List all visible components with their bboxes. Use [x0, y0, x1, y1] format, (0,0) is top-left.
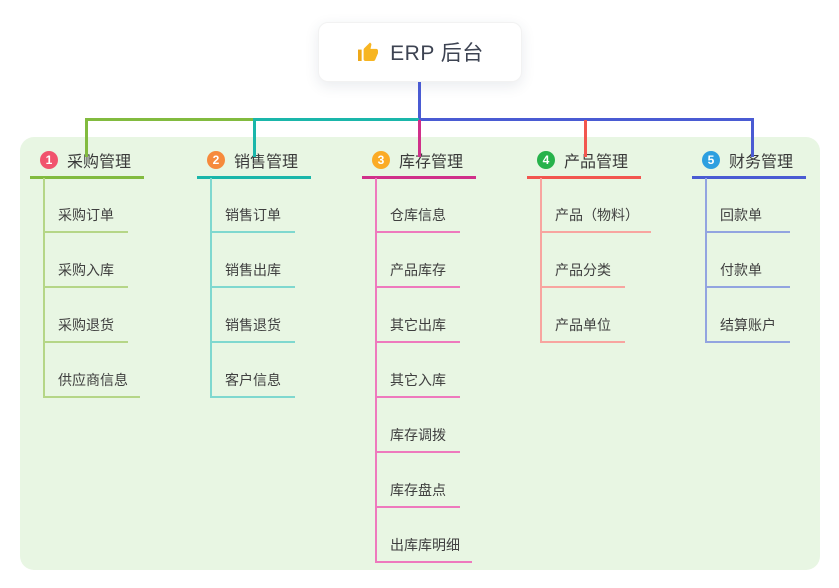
node-item[interactable]: 销售订单: [210, 205, 295, 233]
connector-drop-finance: [751, 120, 754, 157]
branch-label: 库存管理: [399, 154, 464, 171]
node-item[interactable]: 销售出库: [210, 260, 295, 288]
root-connector-line: [418, 82, 421, 119]
branch-connector-line: [705, 178, 707, 341]
node-item[interactable]: 供应商信息: [43, 370, 140, 398]
node-item[interactable]: 仓库信息: [375, 205, 460, 233]
branch-underline: [692, 176, 806, 179]
connector-drop-purchase: [85, 120, 88, 157]
node-item[interactable]: 其它出库: [375, 315, 460, 343]
node-item[interactable]: 付款单: [705, 260, 790, 288]
node-item[interactable]: 采购入库: [43, 260, 128, 288]
node-item[interactable]: 产品库存: [375, 260, 460, 288]
branch-node-product[interactable]: 4 产品管理: [537, 150, 629, 171]
node-item[interactable]: 出库库明细: [375, 535, 472, 563]
connector-drop-inventory: [418, 120, 421, 157]
connector-drop-sales: [253, 120, 256, 157]
node-item[interactable]: 产品单位: [540, 315, 625, 343]
branches-panel: 1 采购管理 采购订单采购入库采购退货供应商信息 2 销售管理 销售订单销售出库…: [20, 137, 820, 570]
branch-label: 销售管理: [234, 154, 299, 171]
branch-node-inventory[interactable]: 3 库存管理: [372, 150, 464, 171]
branch-number-badge: 4: [537, 151, 555, 169]
node-item[interactable]: 销售退货: [210, 315, 295, 343]
branch-sales: 2 销售管理 销售订单销售出库销售退货客户信息: [197, 137, 357, 570]
node-item[interactable]: 其它入库: [375, 370, 460, 398]
connector-horizontal-green: [85, 118, 256, 121]
branch-underline: [197, 176, 311, 179]
branch-node-sales[interactable]: 2 销售管理: [207, 150, 299, 171]
branch-connector-line: [540, 178, 542, 341]
branch-product: 4 产品管理 产品（物料） 产品分类产品单位: [527, 137, 687, 570]
branch-number-badge: 1: [40, 151, 58, 169]
node-item[interactable]: 客户信息: [210, 370, 295, 398]
node-item[interactable]: 产品（物料）: [540, 205, 651, 233]
branch-number-badge: 5: [702, 151, 720, 169]
branch-number-badge: 3: [372, 151, 390, 169]
connector-horizontal-teal: [253, 118, 420, 121]
root-label: ERP 后台: [390, 42, 484, 65]
node-item[interactable]: 结算账户: [705, 315, 790, 343]
branch-purchase: 1 采购管理 采购订单采购入库采购退货供应商信息: [30, 137, 190, 570]
branch-node-purchase[interactable]: 1 采购管理: [40, 150, 132, 171]
node-item[interactable]: 产品分类: [540, 260, 625, 288]
branch-label: 采购管理: [67, 154, 132, 171]
branch-underline: [527, 176, 641, 179]
thumbs-up-icon: [358, 42, 379, 61]
connector-drop-product: [584, 120, 587, 157]
branch-inventory: 3 库存管理 仓库信息产品库存其它出库其它入库库存调拨库存盘点出库库明细: [362, 137, 522, 570]
root-node[interactable]: ERP 后台: [318, 22, 522, 82]
node-item[interactable]: 库存盘点: [375, 480, 460, 508]
branch-underline: [30, 176, 144, 179]
node-item[interactable]: 回款单: [705, 205, 790, 233]
node-item[interactable]: 采购订单: [43, 205, 128, 233]
branch-connector-line: [375, 178, 377, 561]
node-item[interactable]: 采购退货: [43, 315, 128, 343]
branch-label: 财务管理: [729, 154, 794, 171]
connector-horizontal-blue: [419, 118, 754, 121]
branch-node-finance[interactable]: 5 财务管理: [702, 150, 794, 171]
node-item[interactable]: 库存调拨: [375, 425, 460, 453]
branch-underline: [362, 176, 476, 179]
branch-number-badge: 2: [207, 151, 225, 169]
branch-label: 产品管理: [564, 154, 629, 171]
branch-finance: 5 财务管理 回款单付款单结算账户: [692, 137, 839, 570]
